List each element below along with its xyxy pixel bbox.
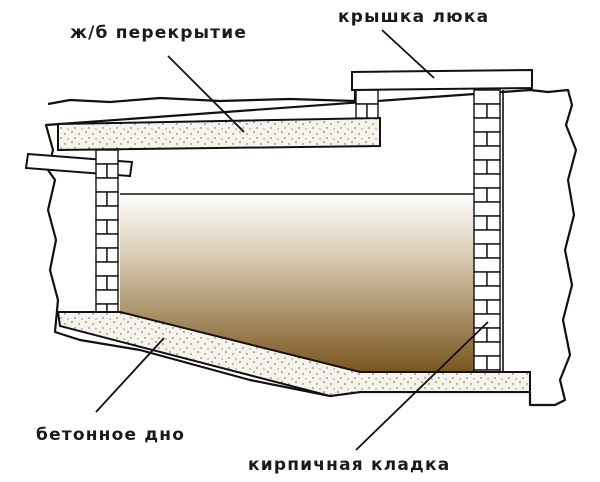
- right-wall-brick: [473, 243, 488, 259]
- left-wall-brick: [106, 219, 119, 235]
- left-wall-brick: [106, 247, 119, 263]
- left-wall-brick: [106, 275, 119, 291]
- right-wall-brick: [473, 215, 488, 231]
- neck-brick: [355, 103, 368, 119]
- right-wall-brick: [473, 117, 501, 133]
- right-wall-brick: [473, 89, 501, 105]
- leader-slab: [167, 55, 245, 133]
- right-wall-brick: [486, 243, 501, 259]
- hatch-cover: [351, 68, 533, 92]
- right-wall-brick: [486, 187, 501, 203]
- left-wall-brick: [95, 289, 119, 305]
- right-wall-brick: [473, 313, 501, 329]
- right-wall-brick: [473, 145, 501, 161]
- left-wall-brick: [106, 163, 119, 179]
- right-wall-brick: [486, 271, 501, 287]
- right-wall-brick: [486, 159, 501, 175]
- right-wall-brick: [473, 257, 501, 273]
- right-wall-brick: [473, 229, 501, 245]
- label-hatch-cover: крышка люка: [338, 7, 489, 27]
- right-wall-brick: [486, 215, 501, 231]
- right-wall-brick: [473, 341, 501, 357]
- left-wall-brick: [106, 303, 119, 313]
- leader-hatch-cover: [381, 29, 435, 79]
- right-wall-brick: [473, 187, 488, 203]
- right-wall-brick: [473, 159, 488, 175]
- left-wall-brick: [95, 149, 119, 165]
- right-wall-brick: [473, 355, 488, 371]
- right-wall-brick: [486, 355, 501, 371]
- concrete-bottom: [56, 311, 531, 398]
- right-wall-brick: [486, 131, 501, 147]
- leader-brickwork: [355, 321, 489, 451]
- left-wall-brick: [95, 163, 108, 179]
- right-wall-brick: [486, 299, 501, 315]
- left-brick-wall: [95, 149, 119, 313]
- hatch-neck-bricks: [355, 89, 379, 119]
- tank-liquid: [120, 194, 474, 372]
- right-wall-brick: [473, 173, 501, 189]
- right-wall-brick: [473, 285, 501, 301]
- concrete-slab: [57, 116, 381, 152]
- right-wall-brick: [486, 103, 501, 119]
- left-wall-brick: [95, 261, 119, 277]
- left-wall-brick: [95, 233, 119, 249]
- leader-concrete-bottom: [95, 337, 165, 413]
- right-brick-wall: [473, 89, 501, 373]
- label-slab: ж/б перекрытие: [70, 23, 247, 43]
- right-wall-brick: [486, 327, 501, 343]
- left-wall-brick: [95, 303, 108, 313]
- right-wall-brick: [473, 103, 488, 119]
- left-wall-brick: [95, 177, 119, 193]
- neck-brick: [355, 89, 379, 105]
- left-wall-brick: [106, 191, 119, 207]
- label-concrete-bottom: бетонное дно: [36, 425, 185, 445]
- right-wall-brick: [473, 271, 488, 287]
- neck-brick: [366, 103, 379, 119]
- left-wall-brick: [95, 247, 108, 263]
- right-wall-brick: [473, 201, 501, 217]
- label-brickwork: кирпичная кладка: [248, 455, 450, 475]
- left-wall-brick: [95, 191, 108, 207]
- left-wall-brick: [95, 219, 108, 235]
- left-wall-brick: [95, 205, 119, 221]
- right-wall-brick: [473, 299, 488, 315]
- left-wall-brick: [95, 275, 108, 291]
- ground-outline: [44, 86, 578, 407]
- right-wall-brick: [473, 131, 488, 147]
